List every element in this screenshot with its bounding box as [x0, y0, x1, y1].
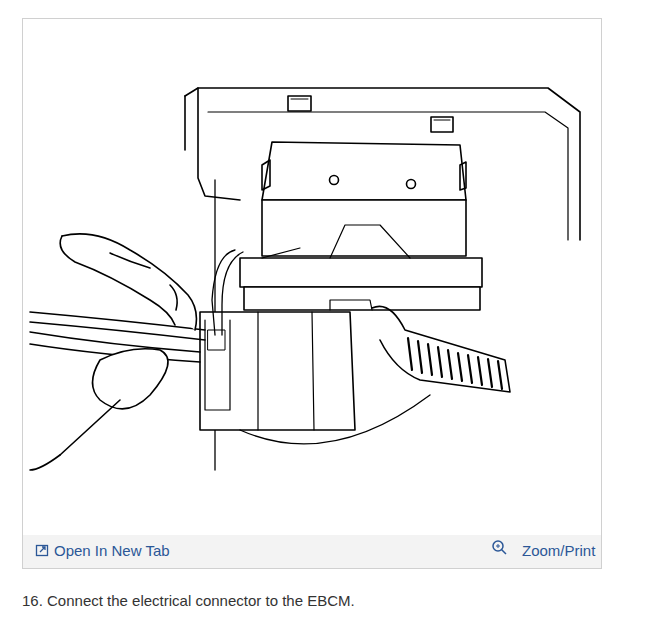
- toolbar-link: Open In New Tab: [54, 542, 170, 559]
- step-caption: 16. Connect the electrical connector to …: [22, 592, 355, 609]
- ebcm-line-art: [30, 88, 580, 470]
- toolbar-link: Zoom/Print: [522, 542, 595, 559]
- zoom-icon: [493, 541, 506, 554]
- image-frame: [23, 19, 602, 569]
- open-tab-icon: [37, 546, 48, 556]
- toolbar-band: [23, 535, 601, 568]
